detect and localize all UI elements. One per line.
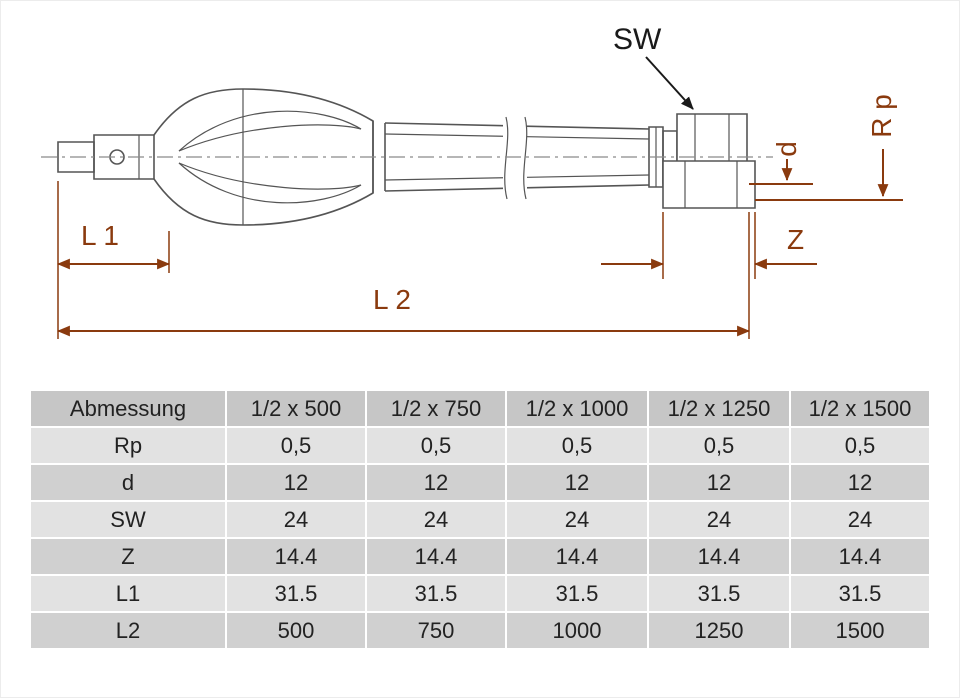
flex-hose bbox=[384, 116, 650, 200]
table-header-cell: 1/2 x 500 bbox=[225, 389, 367, 428]
value-cell: 1250 bbox=[647, 611, 791, 650]
value-cell: 1500 bbox=[789, 611, 931, 650]
value-cell: 31.5 bbox=[225, 574, 367, 613]
value-cell: 24 bbox=[225, 500, 367, 539]
sw-leader-arrow bbox=[645, 56, 694, 110]
value-cell: 500 bbox=[225, 611, 367, 650]
dim-z: Z bbox=[601, 212, 817, 279]
value-cell: 750 bbox=[365, 611, 507, 650]
value-cell: 31.5 bbox=[365, 574, 507, 613]
value-cell: 12 bbox=[789, 463, 931, 502]
value-cell: 24 bbox=[505, 500, 649, 539]
value-cell: 12 bbox=[225, 463, 367, 502]
value-cell: 31.5 bbox=[647, 574, 791, 613]
dim-sw: SW bbox=[613, 23, 694, 110]
dim-l2: L 2 bbox=[56, 212, 751, 339]
value-cell: 14.4 bbox=[647, 537, 791, 576]
dim-label-l2: L 2 bbox=[373, 284, 411, 315]
table-header-cell: 1/2 x 1000 bbox=[505, 389, 649, 428]
value-cell: 12 bbox=[647, 463, 791, 502]
value-cell: 14.4 bbox=[365, 537, 507, 576]
row-label-cell: SW bbox=[29, 500, 227, 539]
table-header-cell: Abmessung bbox=[29, 389, 227, 428]
value-cell: 24 bbox=[789, 500, 931, 539]
table-header-cell: 1/2 x 1500 bbox=[789, 389, 931, 428]
technical-drawing: SW d R p Z L 1 L 2 bbox=[1, 1, 960, 373]
row-label-cell: Rp bbox=[29, 426, 227, 465]
row-label-cell: Z bbox=[29, 537, 227, 576]
value-cell: 0,5 bbox=[365, 426, 507, 465]
value-cell: 24 bbox=[647, 500, 791, 539]
row-label-cell: d bbox=[29, 463, 227, 502]
value-cell: 12 bbox=[505, 463, 649, 502]
socket-collar bbox=[662, 160, 756, 209]
hose-fitting-diagram: SW d R p Z L 1 L 2 bbox=[41, 23, 903, 339]
handle-grip bbox=[153, 88, 374, 226]
value-cell: 14.4 bbox=[789, 537, 931, 576]
dim-label-l1: L 1 bbox=[81, 220, 119, 251]
row-label-cell: L2 bbox=[29, 611, 227, 650]
row-label-cell: L1 bbox=[29, 574, 227, 613]
value-cell: 24 bbox=[365, 500, 507, 539]
table-header-cell: 1/2 x 750 bbox=[365, 389, 507, 428]
value-cell: 14.4 bbox=[225, 537, 367, 576]
table-header-cell: 1/2 x 1250 bbox=[647, 389, 791, 428]
dim-l1: L 1 bbox=[56, 181, 171, 339]
value-cell: 12 bbox=[365, 463, 507, 502]
value-cell: 0,5 bbox=[789, 426, 931, 465]
dim-label-z: Z bbox=[787, 224, 804, 255]
dim-label-rp: R p bbox=[866, 94, 897, 138]
value-cell: 0,5 bbox=[505, 426, 649, 465]
break-symbol bbox=[503, 117, 527, 199]
value-cell: 31.5 bbox=[789, 574, 931, 613]
value-cell: 14.4 bbox=[505, 537, 649, 576]
dim-label-d: d bbox=[771, 141, 802, 157]
value-cell: 0,5 bbox=[647, 426, 791, 465]
dim-d: d bbox=[749, 141, 813, 185]
value-cell: 0,5 bbox=[225, 426, 367, 465]
dim-label-sw: SW bbox=[613, 23, 662, 56]
value-cell: 31.5 bbox=[505, 574, 649, 613]
dim-rp: R p bbox=[755, 94, 903, 201]
value-cell: 1000 bbox=[505, 611, 649, 650]
